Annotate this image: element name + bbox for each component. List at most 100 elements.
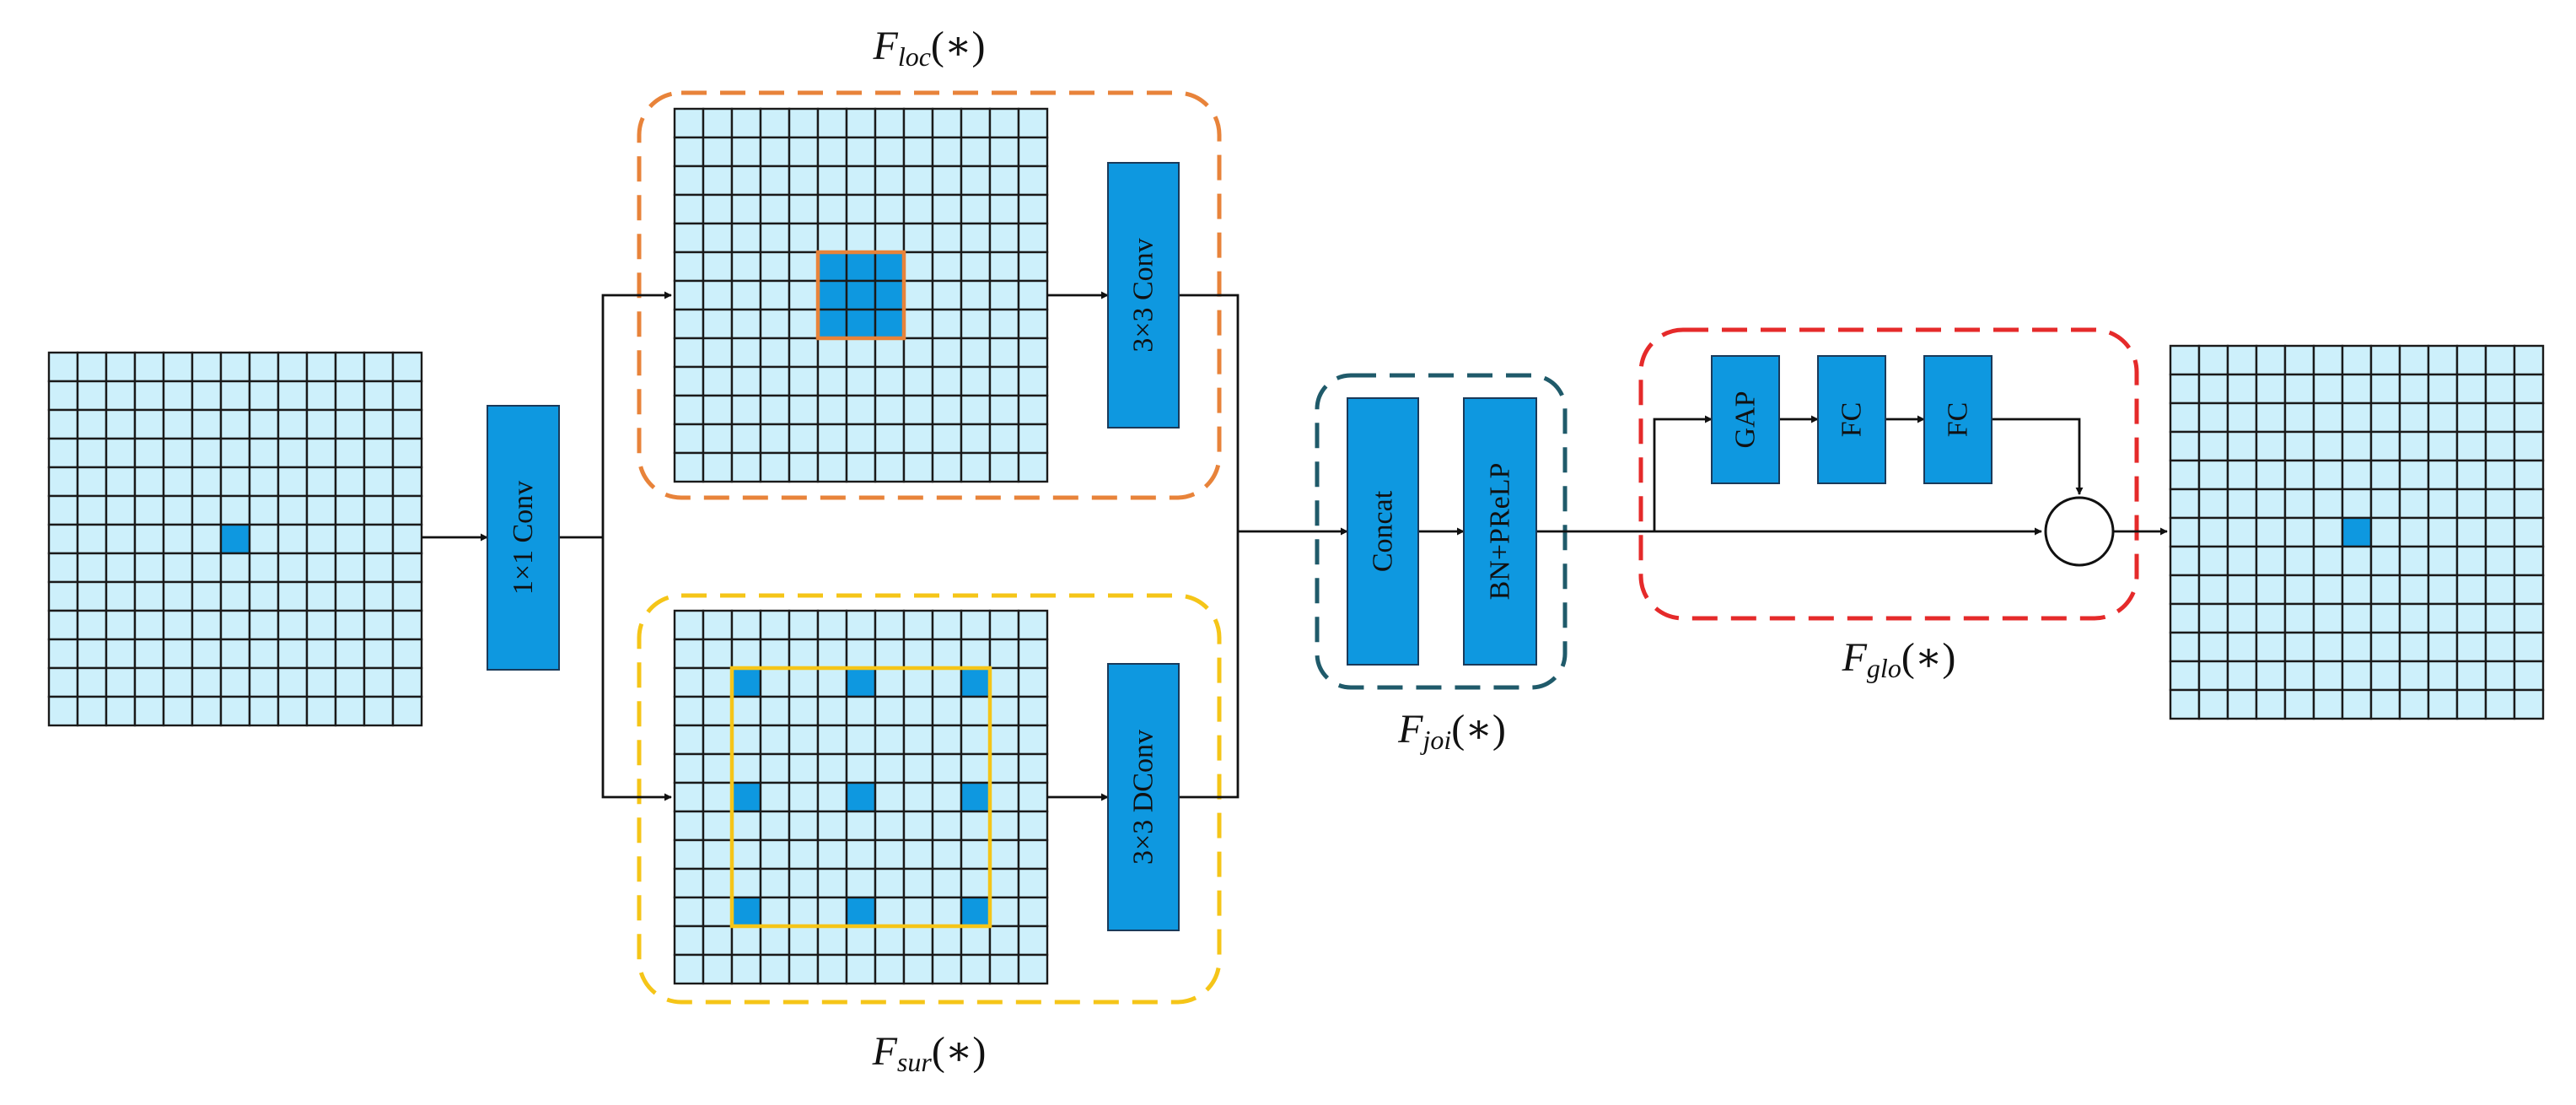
grid-cell — [673, 394, 705, 426]
grid-cell — [162, 523, 194, 555]
grid-cell — [960, 451, 992, 483]
grid-cell — [931, 924, 963, 957]
grid-cell — [277, 580, 309, 612]
grid-cell — [931, 337, 963, 369]
grid-cell — [2369, 574, 2401, 606]
grid-cell — [2255, 516, 2287, 548]
grid-cell — [759, 609, 791, 641]
grid-cell — [988, 107, 1020, 139]
grid-cell — [219, 408, 251, 440]
grid-cell — [988, 423, 1020, 455]
grid-cell — [845, 924, 877, 957]
grid-cell — [248, 552, 280, 584]
grid-cell — [2255, 660, 2287, 692]
grid-cell — [47, 466, 79, 498]
grid-cell — [2226, 660, 2258, 692]
local-kernel-window — [815, 250, 906, 341]
conv-3x3-block: 3×3 Conv — [1107, 162, 1180, 429]
highlighted-cell — [845, 308, 877, 340]
grid-cell — [391, 638, 423, 670]
grid-cell — [2369, 516, 2401, 548]
grid-cell — [702, 222, 734, 254]
grid-cell — [277, 437, 309, 469]
grid-cell — [874, 337, 906, 369]
grid-cell — [816, 107, 848, 139]
grid-cell — [191, 666, 223, 698]
grid-cell — [788, 953, 820, 985]
grid-cell — [2341, 344, 2373, 376]
grid-cell — [702, 896, 734, 928]
grid-cell — [2226, 631, 2258, 663]
grid-cell — [363, 466, 395, 498]
connector-split-to-surround — [601, 537, 672, 801]
joint-branch-caption: Fjoi(∗) — [1397, 707, 1506, 755]
grid-cell — [305, 580, 337, 612]
grid-cell — [2455, 430, 2487, 462]
grid-cell — [2169, 688, 2201, 720]
grid-cell — [816, 394, 848, 426]
grid-cell — [874, 666, 906, 698]
grid-cell — [2341, 488, 2373, 520]
grid-cell — [759, 953, 791, 985]
grid-cell — [730, 638, 762, 670]
grid-cell — [391, 580, 423, 612]
grid-cell — [702, 695, 734, 727]
grid-cell — [673, 193, 705, 225]
grid-cell — [2455, 488, 2487, 520]
grid-cell — [730, 136, 762, 168]
grid-cell — [960, 193, 992, 225]
grid-cell — [363, 666, 395, 698]
grid-cell — [2369, 344, 2401, 376]
grid-cell — [788, 365, 820, 397]
grid-cell — [1017, 924, 1049, 957]
grid-cell — [874, 867, 906, 899]
grid-cell — [788, 337, 820, 369]
grid-cell — [931, 666, 963, 698]
grid-cell — [2369, 402, 2401, 434]
grid-cell — [931, 423, 963, 455]
grid-cell — [902, 924, 934, 957]
connector-fc2-to-circle — [1992, 418, 2084, 495]
grid-cell — [1017, 107, 1049, 139]
grid-cell — [76, 580, 108, 612]
grid-cell — [759, 365, 791, 397]
grid-cell — [248, 408, 280, 440]
grid-cell — [105, 580, 137, 612]
grid-cell — [2283, 344, 2315, 376]
grid-cell — [1017, 867, 1049, 899]
grid-cell — [988, 193, 1020, 225]
grid-cell — [788, 423, 820, 455]
grid-cell — [988, 394, 1020, 426]
grid-cell — [845, 724, 877, 756]
grid-cell — [2341, 660, 2373, 692]
grid-cell — [1017, 724, 1049, 756]
grid-cell — [2455, 402, 2487, 434]
local-branch-caption: Floc(∗) — [872, 24, 985, 72]
grid-cell — [2455, 574, 2487, 606]
grid-cell — [2197, 574, 2229, 606]
grid-cell — [759, 838, 791, 871]
grid-cell — [902, 164, 934, 197]
grid-cell — [702, 609, 734, 641]
grid-cell — [2513, 631, 2545, 663]
grid-cell — [2169, 602, 2201, 634]
grid-cell — [816, 337, 848, 369]
grid-cell — [2341, 430, 2373, 462]
grid-cell — [162, 695, 194, 727]
grid-cell — [816, 838, 848, 871]
grid-cell — [2398, 688, 2430, 720]
grid-cell — [363, 695, 395, 727]
grid-cell — [191, 466, 223, 498]
grid-cell — [816, 781, 848, 813]
grid-cell — [874, 752, 906, 784]
grid-cell — [248, 638, 280, 670]
grid-cell — [76, 494, 108, 526]
grid-cell — [2484, 545, 2516, 577]
grid-cell — [305, 695, 337, 727]
grid-cell — [1017, 695, 1049, 727]
grid-cell — [2484, 516, 2516, 548]
grid-cell — [788, 838, 820, 871]
grid-cell — [2197, 688, 2229, 720]
grid-cell — [960, 107, 992, 139]
grid-cell — [960, 251, 992, 283]
